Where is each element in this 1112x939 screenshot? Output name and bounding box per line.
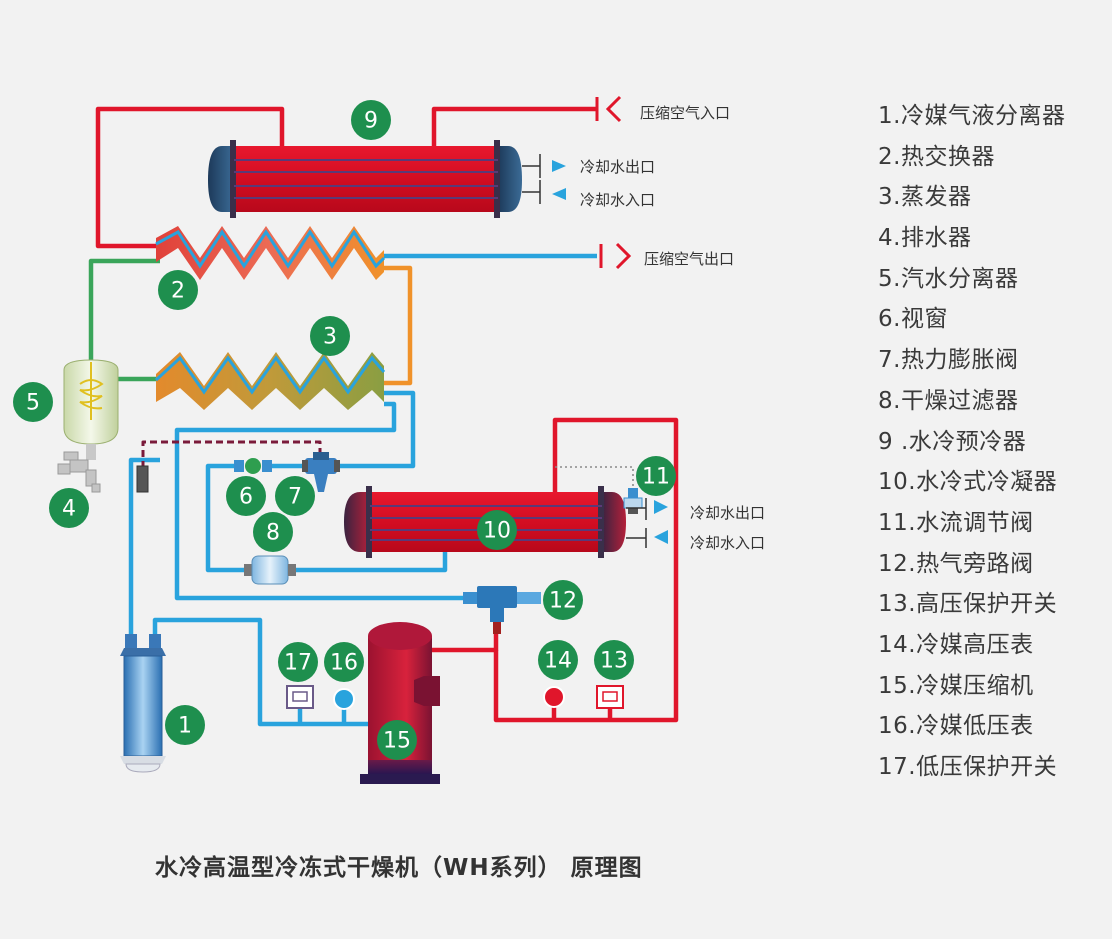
svg-text:11: 11 (642, 465, 670, 490)
badge-13: 13 (594, 640, 634, 680)
legend-item: 2.热交换器 (878, 143, 995, 170)
gas-liquid-separator (120, 634, 166, 773)
legend-item: 12.热气旁路阀 (878, 550, 1034, 577)
water-separator (63, 359, 119, 460)
high-pressure-switch (596, 685, 624, 709)
badge-15: 15 (377, 720, 417, 760)
pipe-water-valve-sensor (555, 466, 634, 488)
pipe-discharge-loop (493, 417, 679, 723)
svg-text:2: 2 (171, 279, 185, 304)
legend-item: 3.蒸发器 (878, 184, 972, 211)
pipe-air-inlet (431, 106, 597, 146)
diagram-caption: 水冷高温型冷冻式干燥机（WH系列） 原理图 (155, 855, 643, 881)
temperature-bulb (136, 465, 149, 493)
precooler-water-in-label: 冷却水入口 (580, 191, 655, 209)
badge-2: 2 (158, 270, 198, 310)
component-legend: 1.冷媒气液分离器 2.热交换器 3.蒸发器 4.排水器 5.汽水分离器 6.视… (878, 96, 1065, 788)
legend-item: 1.冷媒气液分离器 (878, 103, 1066, 129)
pipe-hot-gas-bypass (432, 630, 499, 653)
svg-text:13: 13 (600, 649, 628, 674)
svg-text:6: 6 (239, 485, 253, 510)
low-pressure-gauge (333, 688, 355, 710)
svg-text:9: 9 (364, 109, 378, 134)
legend-item: 13.高压保护开关 (878, 591, 1058, 618)
sight-glass (234, 458, 272, 474)
legend-item: 17.低压保护开关 (878, 754, 1058, 780)
svg-text:3: 3 (323, 325, 337, 350)
svg-text:14: 14 (544, 649, 572, 674)
svg-text:16: 16 (330, 651, 358, 676)
badge-12: 12 (543, 580, 583, 620)
expansion-valve (302, 452, 340, 492)
pipes (88, 106, 679, 727)
svg-text:5: 5 (26, 391, 40, 416)
badge-16: 16 (324, 642, 364, 682)
legend-item: 8.干燥过滤器 (878, 387, 1019, 414)
legend-item: 6.视窗 (878, 306, 948, 333)
pipe-suction-loop (174, 401, 463, 601)
legend-item: 16.冷媒低压表 (878, 713, 1034, 740)
legend-item: 10.水冷式冷凝器 (878, 469, 1058, 496)
condenser-water-in-label: 冷却水入口 (690, 534, 765, 552)
low-pressure-switch (286, 685, 314, 709)
water-precooler (208, 140, 522, 218)
air-inlet-label: 压缩空气入口 (640, 104, 730, 122)
legend-item: 9 .水冷预冷器 (878, 428, 1027, 455)
legend-item: 11.水流调节阀 (878, 509, 1034, 536)
badge-4: 4 (49, 488, 89, 528)
svg-text:17: 17 (284, 651, 312, 676)
air-outlet-marker (599, 242, 632, 270)
svg-text:4: 4 (62, 497, 76, 522)
svg-text:1: 1 (178, 714, 192, 739)
condenser-water-ports (626, 498, 668, 548)
heat-exchanger (155, 226, 386, 280)
pipe-hx-to-evap (384, 265, 413, 386)
badge-8: 8 (253, 512, 293, 552)
precooler-water-ports (522, 154, 566, 204)
schematic-diagram: 压缩空气入口 压缩空气出口 冷却水出口 冷却水入口 冷却水出口 冷却水入口 9 … (13, 95, 765, 784)
filter-drier (244, 555, 296, 585)
svg-text:8: 8 (266, 521, 280, 546)
water-regulating-valve (623, 488, 643, 514)
precooler-water-out-label: 冷却水出口 (580, 158, 655, 176)
pipe-liquid-separator-inlet (128, 457, 160, 635)
svg-text:15: 15 (383, 729, 411, 754)
badge-10: 10 (477, 510, 517, 550)
pipe-sightglass-line (205, 463, 246, 573)
condenser-water-out-label: 冷却水出口 (690, 504, 765, 522)
badge-9: 9 (351, 100, 391, 140)
badge-6: 6 (226, 476, 266, 516)
svg-text:10: 10 (483, 519, 511, 544)
air-outlet-label: 压缩空气出口 (644, 250, 734, 268)
evaporator (154, 352, 386, 410)
legend-item: 7.热力膨胀阀 (878, 347, 1019, 374)
pipe-hx-to-separator (88, 258, 160, 362)
hot-gas-bypass-valve (463, 586, 541, 634)
pipe-drier-to-condenser (296, 548, 448, 573)
badge-14: 14 (538, 640, 578, 680)
legend-item: 4.排水器 (878, 225, 972, 252)
pipe-evap-suction (335, 390, 416, 469)
drain-valve (57, 451, 101, 493)
pipe-high-pressure-gauges (551, 706, 613, 720)
legend-item: 14.冷媒高压表 (878, 631, 1034, 658)
badge-11: 11 (636, 456, 676, 496)
badge-3: 3 (310, 316, 350, 356)
badge-7: 7 (275, 476, 315, 516)
pipe-low-pressure-gauges (297, 707, 347, 724)
air-inlet-marker (595, 95, 622, 123)
legend-item: 5.汽水分离器 (878, 265, 1019, 292)
badges: 9 2 3 5 4 6 7 8 10 11 12 17 16 14 13 1 1… (13, 100, 676, 760)
legend-item: 15.冷媒压缩机 (878, 672, 1034, 699)
pipe-precooler-out (95, 106, 285, 249)
pipe-capillary (141, 440, 322, 468)
badge-1: 1 (165, 705, 205, 745)
high-pressure-gauge (543, 686, 565, 708)
svg-text:7: 7 (288, 485, 302, 510)
badge-5: 5 (13, 382, 53, 422)
pipe-separator-to-compressor (152, 617, 368, 727)
svg-text:12: 12 (549, 589, 577, 614)
badge-17: 17 (278, 642, 318, 682)
